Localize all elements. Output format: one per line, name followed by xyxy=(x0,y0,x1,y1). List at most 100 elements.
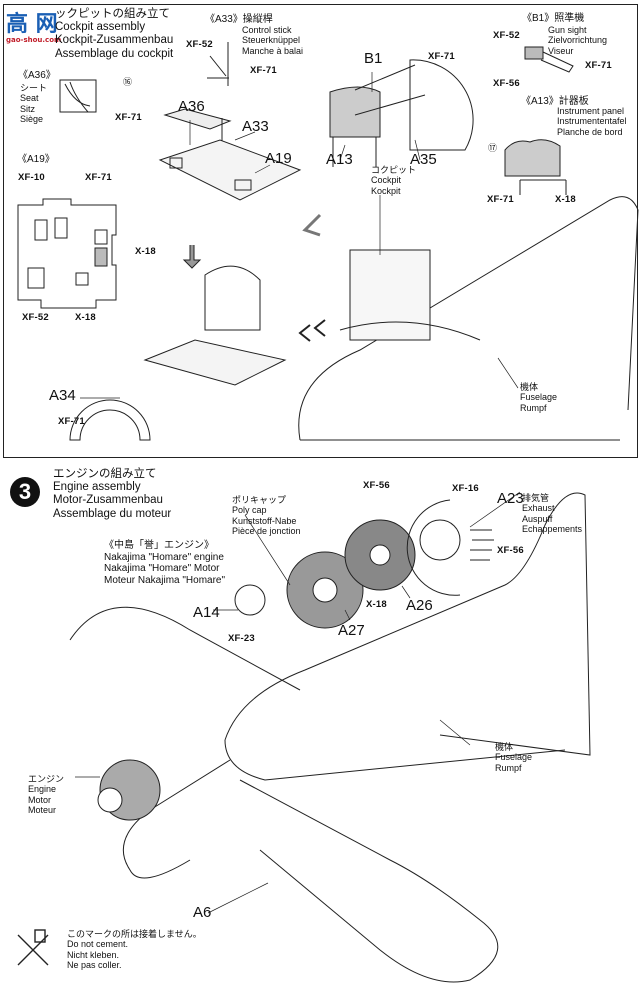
paint-code: X-18 xyxy=(366,599,387,610)
line: Echappements xyxy=(522,524,583,535)
paint-code: X-18 xyxy=(135,246,156,257)
line: Fuselage xyxy=(495,752,533,763)
engine-label: エンジン Engine Motor Moteur xyxy=(28,774,64,815)
line: このマークの所は接着しません。 xyxy=(67,929,202,939)
line: Do not cement. xyxy=(67,939,129,950)
polycap-label: ポリキャップ Poly cap Kunststoff-Nabe Pièce de… xyxy=(232,495,301,536)
line: Sitz xyxy=(20,103,36,114)
instrument-panel-drawing xyxy=(329,59,474,167)
line: Rumpf xyxy=(520,402,547,413)
line: Siège xyxy=(20,114,44,125)
line: 排気管 xyxy=(522,493,550,503)
title-ja: ックピットの組み立て xyxy=(55,8,170,20)
paint-code: XF-16 xyxy=(452,483,479,494)
fuselage-drawing xyxy=(182,196,639,441)
paint-code: X-18 xyxy=(555,194,576,205)
line: Zielvorrichtung xyxy=(548,35,608,46)
line: Nakajima "Homare" engine xyxy=(104,551,224,563)
line: Motor xyxy=(28,794,52,805)
line: Gun sight xyxy=(548,25,587,35)
exhaust-label: 排気管 Exhaust Auspuff Echappements xyxy=(522,493,582,534)
b1-callout-lines: Gun sight Zielvorrichtung Viseur xyxy=(548,25,607,56)
cockpit-floor-drawing xyxy=(158,108,302,201)
a13-callout-title: 《A13》計器板 xyxy=(521,96,589,107)
line: Moteur xyxy=(28,805,57,816)
line: Viseur xyxy=(548,45,574,56)
line: エンジン xyxy=(28,774,65,784)
line: Cockpit xyxy=(371,175,402,186)
a36-callout-title: 《A36》 xyxy=(18,70,56,81)
title-de: Kockpit-Zusammenbau xyxy=(55,34,174,47)
line: 《中島「誉」エンジン》 xyxy=(104,540,214,551)
title-fr: Assemblage du moteur xyxy=(53,507,172,520)
line: Auspuff xyxy=(522,513,553,524)
a36-callout-lines: シート Seat Sitz Siège xyxy=(20,83,47,124)
paint-code: XF-71 xyxy=(85,172,112,183)
b1-callout-title: 《B1》照準機 xyxy=(522,13,585,24)
line: Kunststoff-Nabe xyxy=(232,515,297,526)
paint-code: XF-71 xyxy=(250,65,277,76)
line: Planche de bord xyxy=(557,126,623,137)
title-ja: エンジンの組み立て xyxy=(53,468,157,480)
seat-drawing xyxy=(59,79,97,113)
line: Instrument panel xyxy=(557,106,625,116)
part-label: A33 xyxy=(242,118,269,135)
cockpit-tub-drawing xyxy=(69,265,287,441)
line: Poly cap xyxy=(232,505,267,516)
part-label: A14 xyxy=(193,604,220,621)
paint-code: XF-52 xyxy=(22,312,49,323)
part-label: A26 xyxy=(406,597,433,614)
paint-code: XF-56 xyxy=(493,78,520,89)
paint-code: XF-71 xyxy=(428,51,455,62)
no-cement-icon xyxy=(17,929,49,966)
control-stick-drawing xyxy=(207,42,229,86)
paint-code: XF-10 xyxy=(18,172,45,183)
line: Ne pas coller. xyxy=(67,960,122,971)
paint-code: XF-23 xyxy=(228,633,255,644)
part-label: B1 xyxy=(364,50,383,67)
part-label: A35 xyxy=(410,151,437,168)
fuselage-label: 機体 Fuselage Rumpf xyxy=(495,742,532,773)
line: シート xyxy=(20,83,48,93)
line: Rumpf xyxy=(495,762,522,773)
no-cement-note: このマークの所は接着しません。 Do not cement. Nicht kle… xyxy=(67,929,202,970)
line: Engine xyxy=(28,784,57,795)
title-en: Engine assembly xyxy=(53,481,141,494)
paint-code: XF-71 xyxy=(115,112,142,123)
a13-callout-lines: Instrument panel Instrumententafel Planc… xyxy=(557,106,627,137)
line: Kockpit xyxy=(371,185,401,196)
line: 機体 xyxy=(520,382,539,392)
line: Exhaust xyxy=(522,503,555,514)
title-fr: Assemblage du cockpit xyxy=(55,47,174,60)
line: ポリキャップ xyxy=(232,495,287,505)
paint-code: XF-52 xyxy=(493,30,520,41)
line: Instrumententafel xyxy=(557,116,627,127)
step-number-badge: 3 xyxy=(10,477,40,507)
floor-detail-drawing xyxy=(17,198,117,309)
cockpit-assembly-panel xyxy=(3,4,638,458)
engine-parts-drawing xyxy=(234,499,494,629)
line: Control stick xyxy=(242,25,292,35)
cockpit-label: コクピット Cockpit Kockpit xyxy=(371,165,416,196)
line: Pièce de jonction xyxy=(232,526,301,537)
line: Steuerknüppel xyxy=(242,35,301,46)
part-label: A23 xyxy=(497,490,524,507)
a33-callout-title: 《A33》操縦桿 xyxy=(205,14,273,25)
paint-code: XF-56 xyxy=(363,480,390,491)
instrument-panel-detail xyxy=(504,139,567,195)
paint-code: XF-71 xyxy=(585,60,612,71)
engine-name-label: 《中島「誉」エンジン》 Nakajima "Homare" engine Nak… xyxy=(104,540,225,586)
gun-sight-drawing xyxy=(524,46,574,73)
a33-callout-lines: Control stick Steuerknüppel Manche à bal… xyxy=(242,25,303,56)
step3-title: エンジンの組み立て Engine assembly Motor-Zusammen… xyxy=(53,468,171,521)
part-label: A13 xyxy=(326,151,353,168)
part-label: A6 xyxy=(193,904,212,921)
line: コクピット xyxy=(371,165,417,175)
line: Nicht kleben. xyxy=(67,949,120,960)
line: Fuselage xyxy=(520,392,558,403)
line: Nakajima "Homare" Motor xyxy=(104,563,220,574)
a19-callout-title: 《A19》 xyxy=(17,154,55,165)
step2-title: ックピットの組み立て Cockpit assembly Kockpit-Zusa… xyxy=(55,8,173,61)
title-de: Motor-Zusammenbau xyxy=(53,494,163,507)
